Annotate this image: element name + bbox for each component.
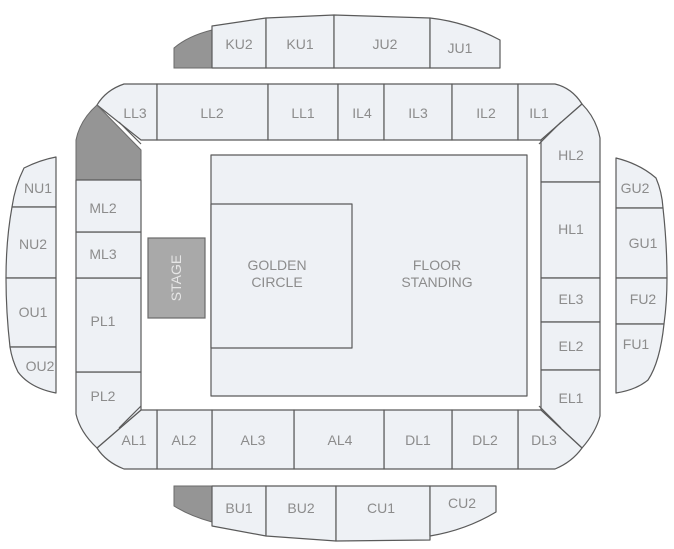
corner-walkway-sw xyxy=(118,405,142,429)
section-label-dl3: DL3 xyxy=(531,432,557,448)
section-label-al1: AL1 xyxy=(122,432,147,448)
section-label-ku2: KU2 xyxy=(225,36,252,52)
section-label-ku1: KU1 xyxy=(286,36,313,52)
section-label-el1: EL1 xyxy=(559,390,584,406)
left-upper-tier: NU1 NU2 OU1 OU2 xyxy=(5,156,57,394)
section-label-nu1: NU1 xyxy=(24,180,52,196)
section-dl3[interactable] xyxy=(517,409,583,470)
section-label-el3: EL3 xyxy=(559,291,584,307)
stage-label: STAGE xyxy=(168,255,184,301)
section-label-pl1: PL1 xyxy=(91,313,116,329)
golden-circle-label-line1: GOLDEN xyxy=(247,257,306,273)
section-label-ou1: OU1 xyxy=(19,304,48,320)
section-label-al4: AL4 xyxy=(328,432,353,448)
section-fu1[interactable] xyxy=(615,323,665,394)
section-label-ml2: ML2 xyxy=(89,200,116,216)
unavailable-block-bottom xyxy=(173,485,213,523)
section-label-hl2: HL2 xyxy=(558,147,584,163)
section-label-ml3: ML3 xyxy=(89,246,116,262)
section-label-cu2: CU2 xyxy=(448,495,476,511)
lower-bowl: LL3 LL2 LL1 IL4 IL3 IL2 IL1 HL2 HL1 EL3 … xyxy=(75,83,601,470)
section-label-il1: IL1 xyxy=(529,105,549,121)
section-label-dl1: DL1 xyxy=(405,432,431,448)
floor-standing-label-line1: FLOOR xyxy=(413,257,461,273)
section-cu1[interactable] xyxy=(335,485,431,542)
section-label-dl2: DL2 xyxy=(472,432,498,448)
section-label-hl1: HL1 xyxy=(558,221,584,237)
section-label-fu2: FU2 xyxy=(630,291,657,307)
section-label-el2: EL2 xyxy=(559,338,584,354)
section-label-nu2: NU2 xyxy=(19,236,47,252)
section-gu2[interactable] xyxy=(615,157,664,209)
section-label-pl2: PL2 xyxy=(91,388,116,404)
section-label-il4: IL4 xyxy=(352,105,372,121)
arena-floor: STAGE GOLDEN CIRCLE FLOOR STANDING xyxy=(147,154,528,397)
section-label-bu1: BU1 xyxy=(225,500,252,516)
corner-walkway-ne xyxy=(538,121,562,145)
section-golden-circle[interactable] xyxy=(210,203,353,349)
section-label-il2: IL2 xyxy=(476,105,496,121)
bottom-upper-tier: BU1 BU2 CU1 CU2 xyxy=(173,485,497,542)
section-label-ju1: JU1 xyxy=(448,40,473,56)
section-label-cu1: CU1 xyxy=(367,500,395,516)
section-ju1[interactable] xyxy=(429,17,501,69)
section-al1[interactable] xyxy=(96,409,158,470)
section-label-bu2: BU2 xyxy=(287,500,314,516)
section-pl2[interactable] xyxy=(75,371,142,449)
golden-circle-label-line2: CIRCLE xyxy=(251,274,302,290)
right-upper-tier: GU2 GU1 FU2 FU1 xyxy=(615,157,668,394)
section-label-ju2: JU2 xyxy=(373,36,398,52)
section-ou2[interactable] xyxy=(9,346,57,394)
section-label-ll1: LL1 xyxy=(291,105,315,121)
section-ml2[interactable] xyxy=(75,179,142,233)
unavailable-block-top xyxy=(173,29,213,69)
section-label-fu1: FU1 xyxy=(623,336,650,352)
stage xyxy=(147,237,206,319)
section-cu2[interactable] xyxy=(429,485,497,537)
top-upper-tier: KU2 KU1 JU2 JU1 xyxy=(173,14,501,69)
section-label-ll3: LL3 xyxy=(123,105,147,121)
section-label-al3: AL3 xyxy=(241,432,266,448)
section-label-gu1: GU1 xyxy=(629,235,658,251)
section-label-al2: AL2 xyxy=(172,432,197,448)
section-label-gu2: GU2 xyxy=(621,180,650,196)
floor-standing-label-line2: STANDING xyxy=(401,274,472,290)
section-hl2[interactable] xyxy=(540,103,601,183)
corner-walkway-nw xyxy=(118,121,142,145)
section-label-ll2: LL2 xyxy=(200,105,224,121)
section-label-il3: IL3 xyxy=(408,105,428,121)
section-label-ou2: OU2 xyxy=(26,358,55,374)
corner-walkway-se xyxy=(538,405,562,429)
